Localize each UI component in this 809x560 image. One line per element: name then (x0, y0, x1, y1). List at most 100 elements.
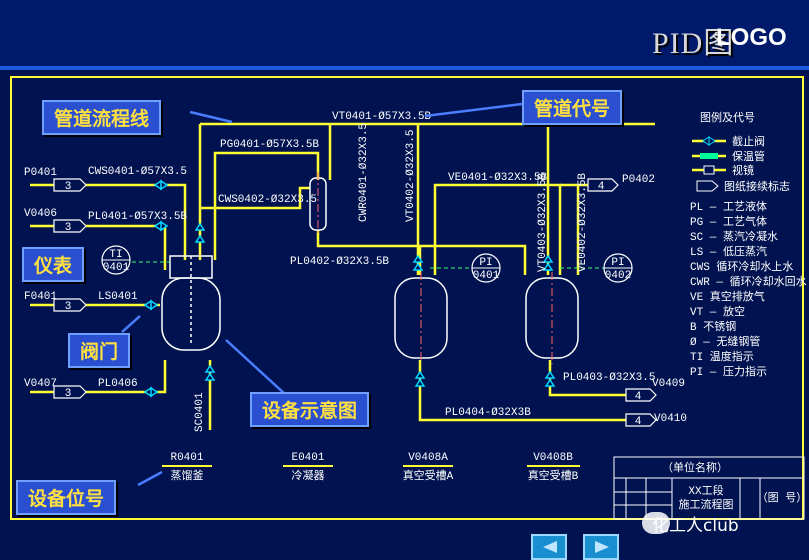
valve-8 (414, 370, 426, 387)
connector-v0409 (625, 388, 657, 402)
pipe-ve0401 (433, 183, 562, 275)
label-cws0402: CWS0402-Ø32X3.5 (218, 194, 317, 206)
ti-label: TI (109, 249, 122, 261)
connector-v0409-num: 4 (635, 391, 642, 403)
legend-code-10: TI 温度指示 (690, 349, 754, 364)
signal-lines (132, 261, 604, 269)
legend-code-1: PG — 工艺气体 (690, 214, 767, 229)
pi1-label: PI (479, 257, 492, 269)
drawing-frame (10, 76, 804, 520)
connector-v0410-num: 4 (635, 416, 642, 428)
legend-title: 图例及代号 (700, 110, 755, 125)
valve-7 (542, 254, 554, 271)
equip-name-v0408a: 真空受槽A (403, 468, 454, 483)
legend-symbol-1: 保温管 (732, 149, 765, 164)
label-pl0403: PL0403-Ø32X3.5 (563, 372, 655, 384)
label-pl0402: PL0402-Ø32X3.5B (290, 256, 389, 268)
connector-p0401-tag: P0401 (24, 167, 57, 179)
pi1-number: 0401 (473, 270, 500, 282)
pipe-pg0401 (213, 151, 320, 260)
logo: LOGO (716, 24, 787, 51)
connector-p0402-num: 4 (598, 181, 605, 193)
label-sc0401: SC0401 (194, 392, 206, 432)
label-pl0401: PL0401-Ø57X3.5B (88, 211, 187, 223)
arrow-left-icon (543, 541, 557, 553)
equip-name-e0401: 冷凝器 (292, 468, 325, 483)
legend-code-6: VE 真空排放气 (690, 289, 765, 304)
connector-v0409-tag: V0409 (652, 378, 685, 390)
valve-4 (143, 386, 159, 398)
valves (143, 179, 556, 398)
legend-symbol-2: 视镜 (732, 163, 754, 178)
legend-code-8: B 不锈钢 (690, 320, 736, 334)
page-title: PID图 (652, 27, 735, 60)
callout-instrument: 仪表 (22, 247, 85, 282)
valve-10 (204, 364, 216, 381)
connector-v0407-tag: V0407 (24, 378, 57, 390)
callout-pipeline-code: 管道代号 (522, 90, 623, 125)
prev-slide-button[interactable] (531, 534, 567, 560)
callout-pipeline-flow: 管道流程线 (42, 100, 162, 135)
title-block-unit: （单位名称） (662, 460, 728, 475)
pi2-label: PI (611, 257, 624, 269)
equip-tag-v0408b: V0408B (533, 452, 573, 464)
label-ve0402: VE0402-Ø32X3.5B (577, 173, 589, 272)
legend-code-11: PI — 压力指示 (690, 364, 767, 379)
legend-symbol-3: 图纸接续标志 (724, 179, 790, 194)
callout-valve: 阀门 (68, 333, 131, 368)
equip-tag-e0401: E0401 (291, 452, 324, 464)
next-slide-button[interactable] (583, 534, 619, 560)
connector-f0401-num: 3 (65, 301, 72, 313)
connector-f0401-tag: F0401 (24, 291, 57, 303)
valve-5 (194, 222, 206, 243)
callout-leaders (121, 102, 523, 487)
pi2-number: 0402 (605, 270, 631, 282)
title-block (613, 456, 805, 520)
label-cws0401: CWS0401-Ø57X3.5 (88, 166, 187, 178)
legend-code-4: CWS 循环冷却水上水 (690, 260, 793, 274)
connector-v0406-tag: V0406 (24, 208, 57, 220)
label-vt0401: VT0401-Ø57X3.5B (332, 111, 431, 123)
connector-p0402-tag: P0402 (622, 174, 655, 186)
pipe-cws0402 (200, 186, 310, 210)
equip-name-r0401: 蒸馏釜 (171, 468, 204, 483)
valve-3 (143, 299, 159, 311)
label-ls0401: LS0401 (98, 291, 138, 303)
watermark: 化工人club (652, 516, 739, 536)
connector-p0401 (53, 178, 87, 192)
connector-p0401-num: 3 (65, 181, 72, 193)
valve-6 (412, 254, 424, 271)
label-vt0402: VT0402-Ø32X3.5 (405, 130, 417, 222)
legend-code-0: PL — 工艺液体 (690, 199, 767, 214)
legend: 图例及代号 截止阀 保温管 视镜 图纸接续标志 PL — 工艺液体 PG — 工… (690, 110, 807, 379)
connector-v0410 (625, 413, 657, 427)
legend-code-7: VT — 放空 (690, 304, 745, 319)
connector-v0406 (53, 219, 87, 233)
arrow-right-icon (595, 541, 609, 553)
pipe-label-group: VT0401-Ø57X3.5B PG0401-Ø57X3.5B CWS0401-… (88, 111, 655, 432)
connector-v0410-tag: V0410 (654, 413, 687, 425)
header-divider (0, 66, 809, 70)
connector-labels: 3 3 3 3 4 4 4 P0401 V0406 F0401 V0407 P0… (24, 167, 687, 428)
valve-2 (153, 220, 169, 232)
legend-code-2: SC — 蒸汽冷凝水 (690, 229, 778, 244)
instrument-pi-0402: PI 0402 (603, 253, 633, 283)
legend-code-9: Ø — 无缝钢管 (690, 334, 760, 349)
callout-equipment-schematic: 设备示意图 (250, 392, 370, 427)
label-ve0401: VE0401-Ø32X3.5B (448, 172, 547, 184)
label-cwr0401: CWR0401-Ø32X3.5 (358, 123, 370, 222)
valve-1 (153, 179, 169, 191)
connectors (53, 178, 657, 427)
title-block-drawing: 施工流程图 (679, 497, 734, 512)
title-block-text: （单位名称） XX工段 施工流程图 （图 号） (662, 460, 807, 512)
connector-v0406-num: 3 (65, 222, 72, 234)
instrument-ti-0401: TI 0401 (101, 245, 131, 275)
legend-symbol-0: 截止阀 (732, 134, 765, 149)
valve-9 (544, 370, 556, 387)
vessel-centerlines (317, 172, 553, 364)
equip-tag-v0408a: V0408A (408, 452, 448, 464)
pipe-pl0402 (316, 230, 527, 275)
equipment-tags: R0401 蒸馏釜 E0401 冷凝器 V0408A 真空受槽A V0408B … (162, 452, 580, 483)
equip-name-v0408b: 真空受槽B (528, 468, 579, 483)
